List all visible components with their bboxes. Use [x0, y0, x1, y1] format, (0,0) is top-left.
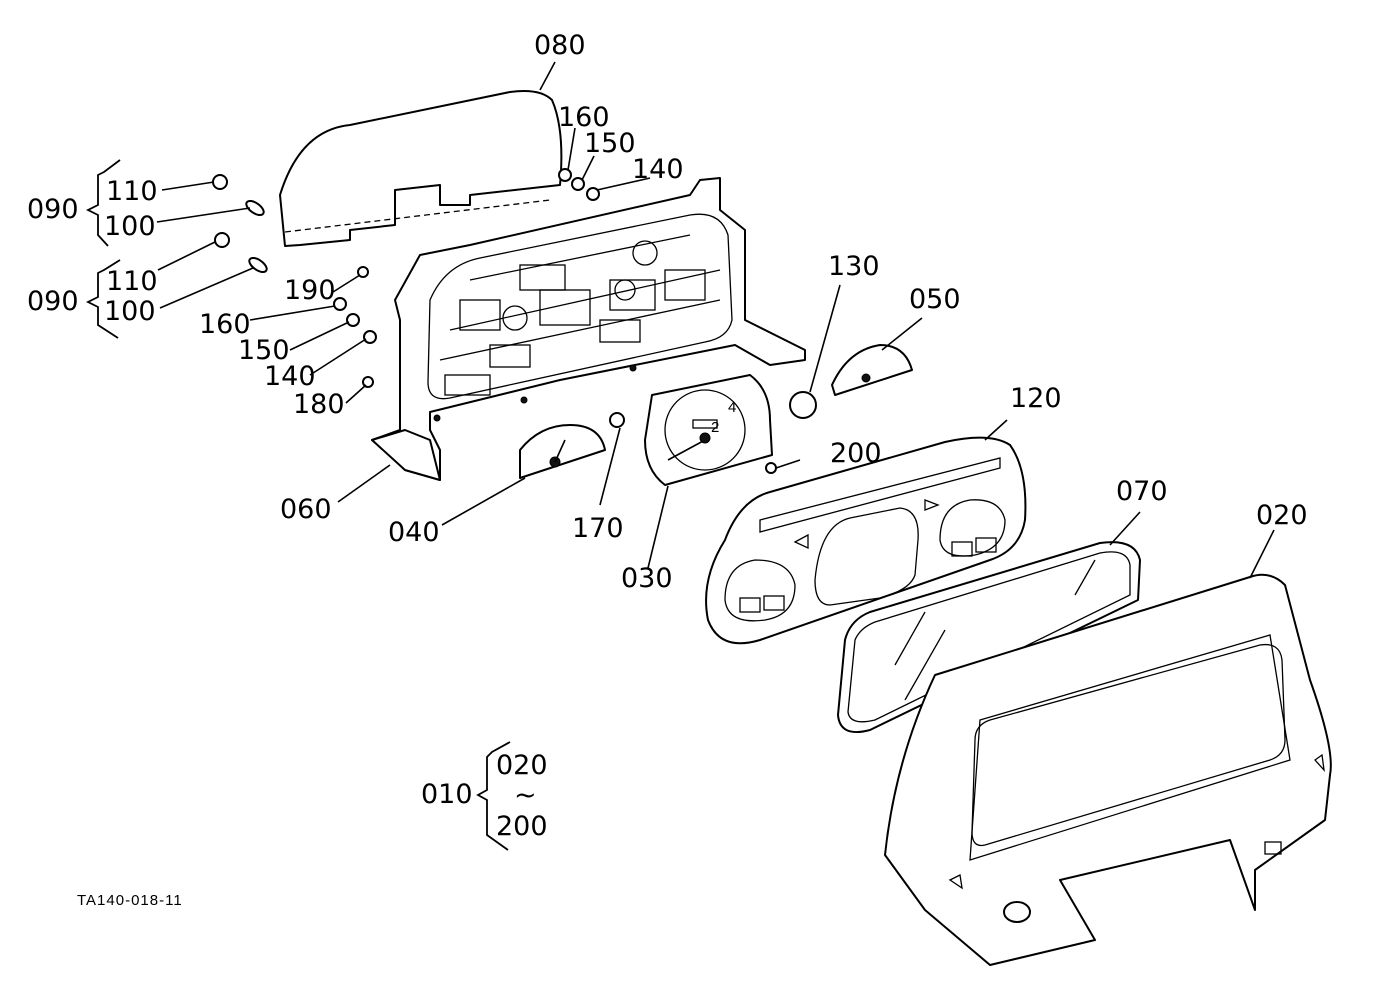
assembly-label: 010	[421, 779, 473, 810]
brace-group-lower	[85, 259, 121, 339]
callout-160-upper: 160	[558, 102, 610, 133]
part-130-plug	[789, 391, 817, 419]
callout-050: 050	[909, 284, 961, 315]
group-upper-label: 090	[27, 194, 79, 225]
callout-200: 200	[830, 438, 882, 469]
callout-080: 080	[534, 30, 586, 61]
callout-020: 020	[1256, 500, 1308, 531]
callout-160-lower: 160	[199, 309, 251, 340]
housing-internal-components	[433, 234, 721, 422]
group-upper-item-100: 100	[104, 211, 156, 242]
callout-170: 170	[572, 513, 624, 544]
brace-group-upper	[85, 159, 121, 247]
part-020-bezel	[884, 573, 1332, 966]
callout-060: 060	[280, 494, 332, 525]
part-030-tachometer: 4 2	[644, 374, 773, 486]
callout-150-lower: 150	[238, 335, 290, 366]
group-lower-item-110: 110	[106, 266, 158, 297]
group-lower-label: 090	[27, 286, 79, 317]
leader-lines	[156, 61, 1275, 579]
callout-120: 120	[1010, 383, 1062, 414]
assembly-range-tilde: ~	[514, 780, 537, 811]
part-050-temp-gauge	[831, 344, 913, 396]
hardware-bulbs-sockets	[212, 168, 777, 474]
group-lower-item-100: 100	[104, 296, 156, 327]
part-070-lens	[837, 541, 1141, 734]
callout-180: 180	[293, 389, 345, 420]
part-120-face-plate	[705, 436, 1027, 645]
callout-labels: 080 160 150 140 130 050 090 110 100 090 …	[27, 30, 1308, 909]
part-080-rear-cover	[279, 90, 563, 247]
callout-130: 130	[828, 251, 880, 282]
brace-assembly	[476, 741, 511, 851]
assembly-range-end: 200	[496, 811, 548, 842]
callout-140-upper: 140	[632, 154, 684, 185]
tach-mark-2: 2	[711, 419, 720, 436]
tach-mark-4: 4	[728, 399, 737, 416]
callout-140-lower: 140	[264, 361, 316, 392]
drawing-code: TA140-018-11	[77, 892, 183, 909]
callout-190: 190	[284, 275, 336, 306]
group-upper-item-110: 110	[106, 176, 158, 207]
callout-150-upper: 150	[584, 128, 636, 159]
callout-030: 030	[621, 563, 673, 594]
callout-070: 070	[1116, 476, 1168, 507]
part-040-fuel-gauge	[519, 424, 606, 479]
part-060-main-housing	[371, 177, 806, 481]
assembly-range-start: 020	[496, 750, 548, 781]
callout-040: 040	[388, 517, 440, 548]
